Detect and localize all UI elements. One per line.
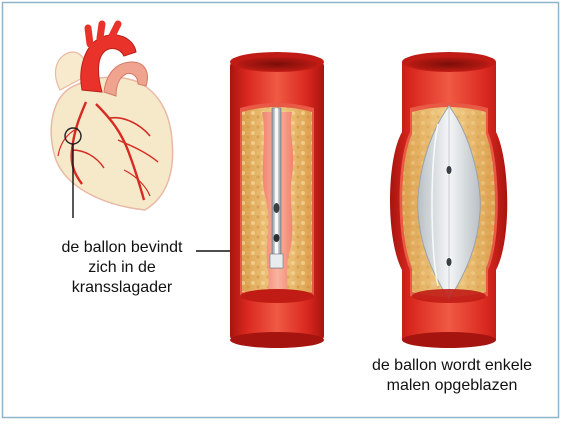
caption-balloon-inflated: de ballon wordt enkele malen opgeblazen [354,356,550,396]
artery-with-inflated-balloon-icon [390,52,507,348]
caption-balloon-location-line1: de ballon bevindt [42,238,202,258]
caption-balloon-location: de ballon bevindt zich in de kransslagad… [42,238,202,298]
caption-balloon-location-line2: zich in de [42,258,202,278]
artery-with-plaque-icon [230,52,324,348]
caption-balloon-inflated-line1: de ballon wordt enkele [354,356,550,376]
caption-balloon-inflated-line2: malen opgeblazen [354,376,550,396]
caption-balloon-location-line3: kransslagader [42,278,202,298]
